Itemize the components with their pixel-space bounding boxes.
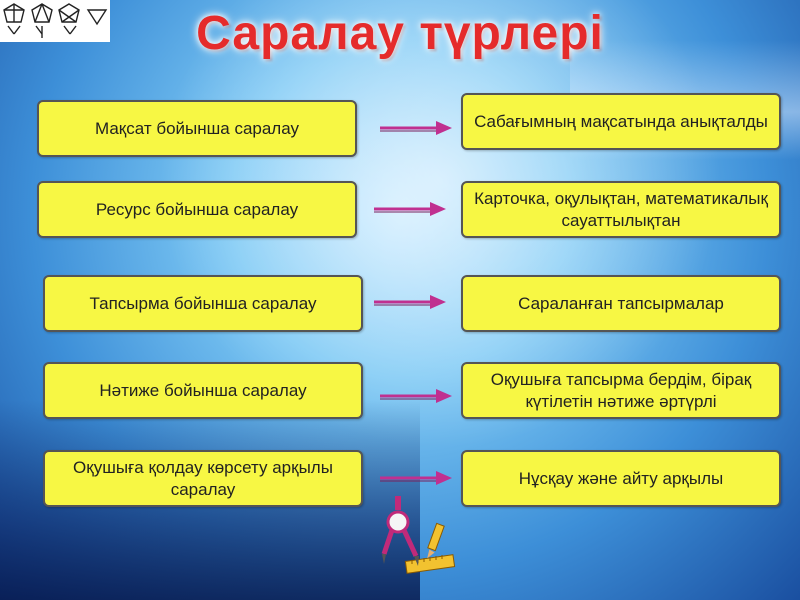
arrow-right-icon xyxy=(380,121,452,135)
right-box-1: Сабағымның мақсатында анықталды xyxy=(461,93,781,150)
arrow-right-icon xyxy=(374,295,446,309)
compass-ruler-icon xyxy=(381,496,456,574)
left-box-3: Тапсырма бойынша саралау xyxy=(43,275,363,332)
right-box-2: Карточка, оқулықтан, математикалық сауат… xyxy=(461,181,781,238)
page-title: Саралау түрлері xyxy=(196,7,604,60)
arrow-right-icon xyxy=(380,389,452,403)
arrow-right-icon xyxy=(374,202,446,216)
right-box-3: Сараланған тапсырмалар xyxy=(461,275,781,332)
left-box-4: Нәтиже бойынша саралау xyxy=(43,362,363,419)
right-box-4: Оқушыға тапсырма бердім, бірақ күтілетін… xyxy=(461,362,781,419)
arrow-right-icon xyxy=(380,471,452,485)
left-box-2: Ресурс бойынша саралау xyxy=(37,181,357,238)
left-box-1: Мақсат бойынша саралау xyxy=(37,100,357,157)
right-box-5: Нұсқау және айту арқылы xyxy=(461,450,781,507)
logo xyxy=(0,0,110,42)
left-box-5: Оқушыға қолдау көрсету арқылы саралау xyxy=(43,450,363,507)
geometric-shapes-icon xyxy=(3,3,108,38)
